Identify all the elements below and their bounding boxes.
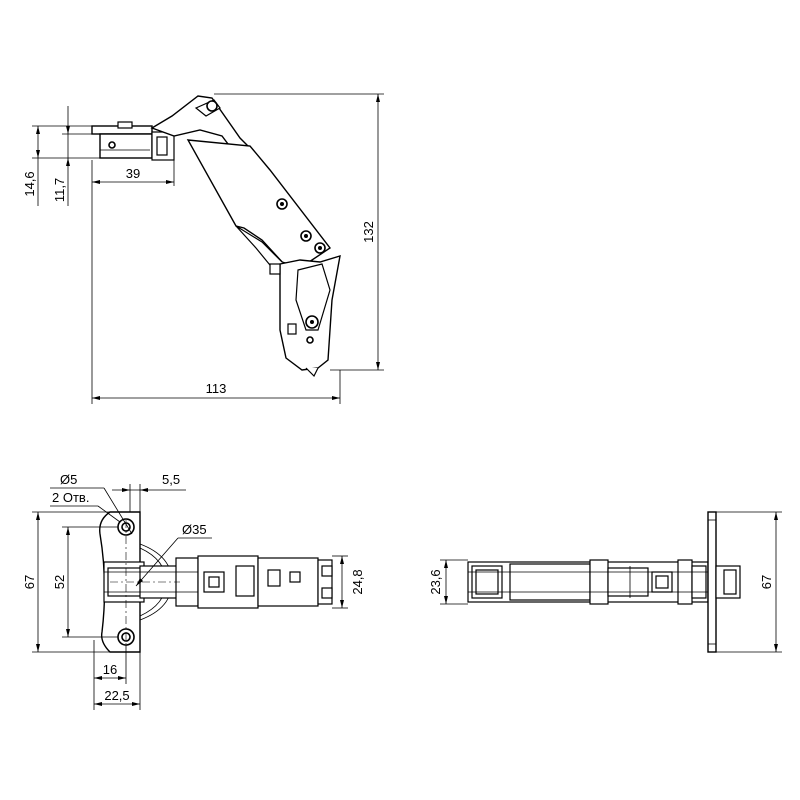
top-view: 23,6 67 <box>428 511 782 653</box>
dim-left-inner-label: 11,7 <box>52 178 67 202</box>
cup-offset-label: 16 <box>103 662 117 677</box>
hole-count-label: 2 Отв. <box>52 490 89 505</box>
dim-arm-height: 24,8 <box>332 555 365 609</box>
dim-height-132: 132 <box>214 93 384 371</box>
dim-plate-offset-label: 39 <box>126 166 140 181</box>
dim-plate-39: 39 <box>92 160 175 186</box>
front-view: Ø5 2 Отв. 5,5 Ø35 67 <box>22 472 365 710</box>
dim-edge-offset: 5,5 <box>112 472 186 512</box>
edge-offset-label: 5,5 <box>162 472 180 487</box>
mounting-plate-top <box>707 511 717 653</box>
hole-diameter-label: Ø5 <box>60 472 77 487</box>
arm-height-label: 24,8 <box>350 569 365 594</box>
plate-offset-label: 22,5 <box>104 688 129 703</box>
hinge-arm-lower <box>269 255 341 378</box>
dim-hole-diameter: Ø5 2 Отв. <box>50 472 133 535</box>
top-arm-height-label: 23,6 <box>428 569 443 594</box>
dim-left-outer-label: 14,6 <box>22 171 37 196</box>
mounting-plate-side <box>91 121 175 161</box>
dim-bottom-offsets: 16 22,5 <box>93 640 141 710</box>
dim-width-label: 113 <box>206 381 227 396</box>
side-view: 113 132 39 <box>22 93 384 404</box>
plate-height-label: 67 <box>22 575 37 589</box>
dim-plate-height: 67 <box>22 511 110 653</box>
dim-top-arm-height: 23,6 <box>428 559 468 605</box>
dim-left-vertical: 14,6 11,7 <box>22 106 100 206</box>
hinge-body <box>186 139 332 271</box>
hinge-arm-top <box>467 559 709 605</box>
dim-hole-spacing: 52 <box>52 526 118 638</box>
dim-cup-diameter: Ø35 <box>135 522 212 587</box>
cup-diameter-label: Ø35 <box>182 522 207 537</box>
hinge-arm-front <box>103 555 333 609</box>
dim-height-label: 132 <box>361 221 376 243</box>
dim-width-113: 113 <box>91 160 341 404</box>
hole-spacing-label: 52 <box>52 575 67 589</box>
top-plate-height-label: 67 <box>759 575 774 589</box>
dim-top-plate-height: 67 <box>716 511 782 653</box>
